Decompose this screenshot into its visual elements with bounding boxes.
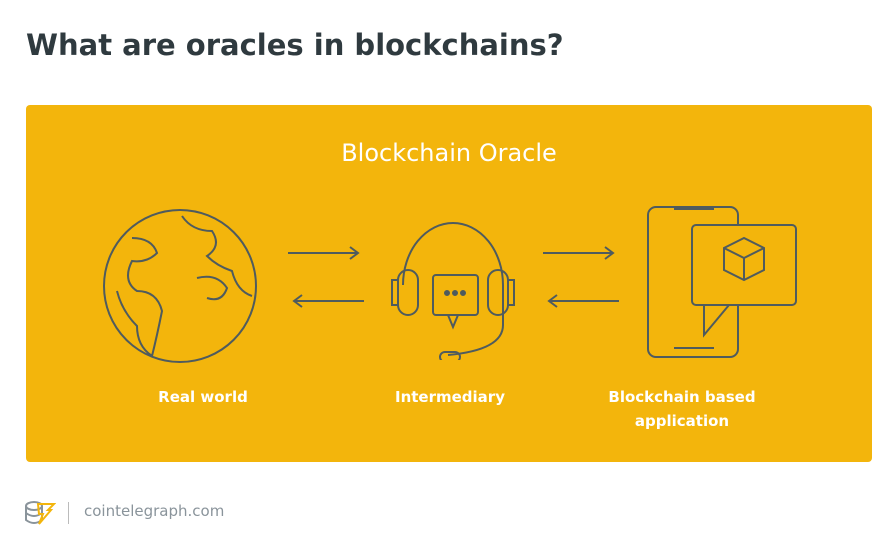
arrows-icon	[543, 246, 619, 308]
label-blockchain-app: Blockchain based application	[608, 388, 756, 430]
footer-divider	[68, 502, 69, 524]
cointelegraph-logo-icon	[25, 501, 56, 525]
phone-app-icon	[647, 206, 797, 358]
label-real-world: Real world	[158, 388, 248, 406]
globe-icon	[103, 209, 257, 363]
diagram-heading: Blockchain Oracle	[341, 139, 557, 167]
label-intermediary: Intermediary	[395, 388, 505, 406]
arrows-icon	[288, 246, 364, 308]
footer-site: cointelegraph.com	[84, 502, 225, 520]
diagram-panel: Blockchain Oracle Real world Intermediar…	[26, 105, 872, 462]
headset-icon	[391, 222, 515, 360]
page-title: What are oracles in blockchains?	[26, 28, 564, 62]
